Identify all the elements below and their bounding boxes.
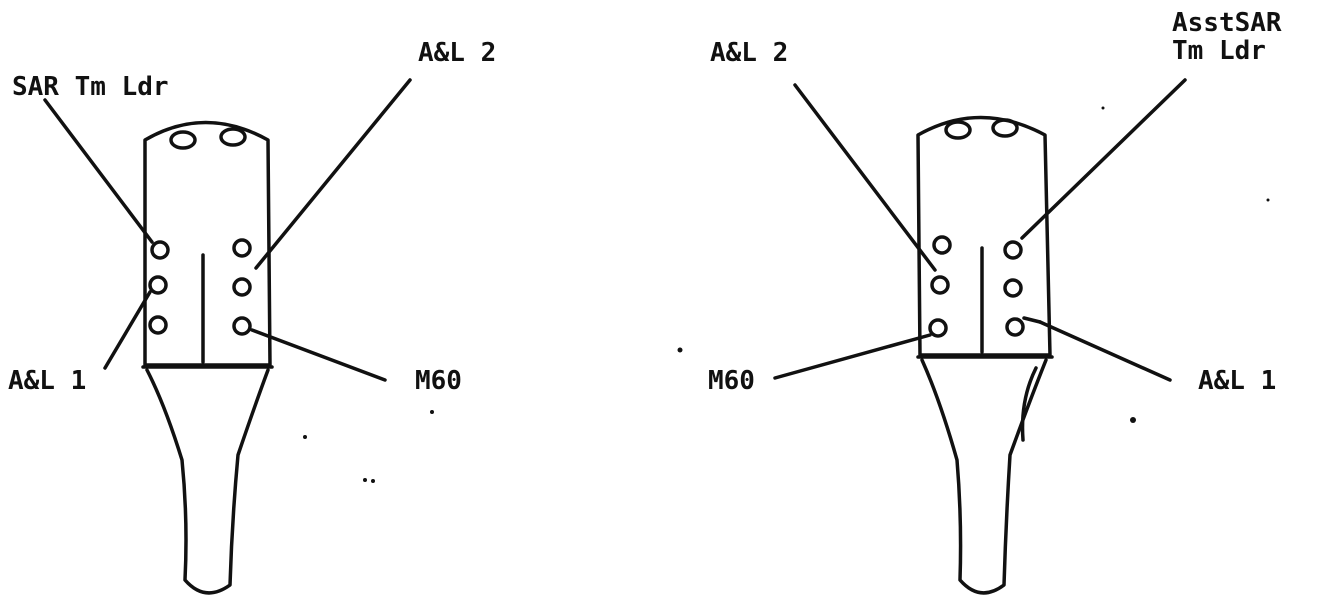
left-boat-position xyxy=(232,316,252,336)
right-label-top-right-line2: Tm Ldr xyxy=(1172,36,1266,66)
right-leader-bottom-right xyxy=(1038,320,1172,382)
right-boat-position xyxy=(1003,278,1023,298)
right-boat-hull xyxy=(916,115,1052,357)
right-leader-top-right xyxy=(1020,78,1187,240)
left-boat-position xyxy=(232,238,252,258)
scan-speck xyxy=(1130,417,1136,423)
scan-speck xyxy=(1266,198,1270,202)
scan-speck xyxy=(1101,106,1105,110)
left-boat xyxy=(43,78,412,595)
right-boat-position xyxy=(1003,240,1023,260)
right-boat-position xyxy=(928,318,948,338)
right-boat xyxy=(773,78,1187,595)
right-boat-motor-detail xyxy=(1020,366,1038,442)
right-leader-top-left xyxy=(793,83,937,272)
right-boat-position xyxy=(1005,317,1025,337)
right-leader-bottom-left xyxy=(773,333,932,380)
right-boat-bow-seat xyxy=(944,120,972,140)
left-boat-bow-seat xyxy=(169,130,197,150)
left-leader-bottom-right xyxy=(250,328,387,382)
scan-speck xyxy=(303,435,307,439)
right-boat-bow-seat xyxy=(991,118,1019,138)
left-boat-position xyxy=(232,277,252,297)
right-label-bottom-right: A&L 1 xyxy=(1198,366,1277,396)
left-boat-hull xyxy=(143,120,272,367)
left-label-top-left: SAR Tm Ldr xyxy=(12,72,169,102)
scan-speck xyxy=(677,347,683,353)
left-boat-position xyxy=(148,315,168,335)
left-leader-top-left xyxy=(43,98,154,244)
right-label-top-right-line1: AsstSAR xyxy=(1172,8,1282,38)
right-boat-motor xyxy=(920,358,1048,595)
right-leader-bottom-right-hook xyxy=(1022,316,1042,324)
right-boat-position xyxy=(932,235,952,255)
left-boat-position xyxy=(148,275,168,295)
scan-speck xyxy=(430,410,434,414)
left-label-top-right: A&L 2 xyxy=(418,38,497,68)
left-leader-bottom-left xyxy=(103,290,152,370)
left-boat-bow-seat xyxy=(219,127,247,147)
right-boat-position xyxy=(930,275,950,295)
left-boat-motor xyxy=(145,368,270,595)
left-label-bottom-right: M60 xyxy=(415,366,462,396)
scan-speck xyxy=(363,478,367,482)
scan-speck xyxy=(371,479,375,483)
left-label-bottom-left: A&L 1 xyxy=(8,366,87,396)
left-boat-position xyxy=(150,240,170,260)
left-leader-top-right xyxy=(254,78,412,270)
right-label-bottom-left: M60 xyxy=(708,366,755,396)
right-label-top-left: A&L 2 xyxy=(710,38,789,68)
